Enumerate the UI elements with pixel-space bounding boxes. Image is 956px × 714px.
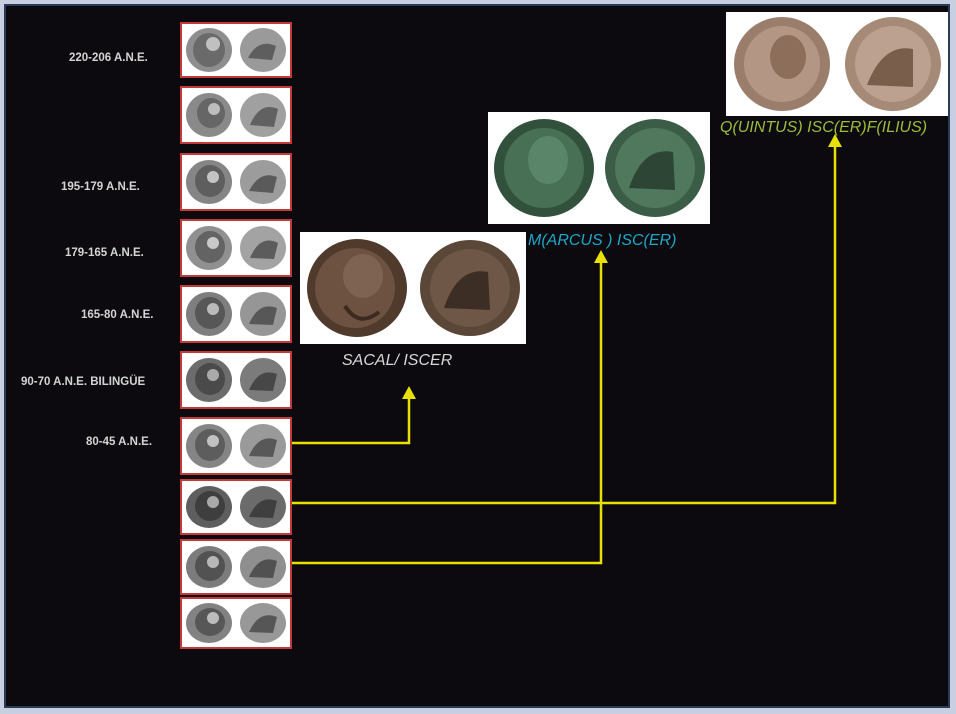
quintus-iscer-filius-caption: Q(UINTUS) ISC(ER)F(ILIUS) — [720, 119, 927, 137]
marcus-iscer-caption: M(ARCUS ) ISC(ER) — [528, 232, 676, 250]
coin-box-3 — [180, 153, 292, 211]
coin-reverse-icon — [238, 422, 288, 470]
coin-box-9 — [180, 539, 292, 595]
date-label-220-206: 220-206 A.N.E. — [69, 52, 148, 64]
tan-coin-obverse-icon — [732, 15, 832, 113]
coin-obverse-icon — [184, 601, 234, 645]
green-coin-reverse-icon — [603, 116, 707, 220]
date-label-179-165: 179-165 A.N.E. — [65, 247, 144, 259]
green-coin-obverse-icon — [492, 116, 596, 220]
coin-obverse-icon — [184, 422, 234, 470]
coin-box-2 — [180, 86, 292, 144]
coin-obverse-icon — [184, 158, 234, 206]
coin-obverse-icon — [184, 91, 234, 139]
coin-reverse-icon — [238, 290, 288, 338]
coin-obverse-icon — [184, 290, 234, 338]
tan-coin-reverse-icon — [843, 15, 943, 113]
coin-obverse-icon — [184, 356, 234, 404]
coin-obverse-icon — [184, 26, 234, 74]
bronze-coin-reverse-icon — [418, 236, 522, 340]
coin-box-8 — [180, 479, 292, 535]
coin-reverse-icon — [238, 544, 288, 590]
coin-reverse-icon — [238, 601, 288, 645]
date-label-195-179: 195-179 A.N.E. — [61, 181, 140, 193]
coin-box-4 — [180, 219, 292, 277]
coin-reverse-icon — [238, 224, 288, 272]
coin-box-1 — [180, 22, 292, 78]
diagram-canvas: 220-206 A.N.E. 195-179 A.N.E. 179-165 A.… — [4, 4, 950, 708]
coin-box-6 — [180, 351, 292, 409]
coin-reverse-icon — [238, 356, 288, 404]
coin-obverse-icon — [184, 224, 234, 272]
coin-reverse-icon — [238, 158, 288, 206]
quintus-iscer-filius-coin-image — [726, 12, 948, 116]
coin-reverse-icon — [238, 91, 288, 139]
date-label-80-45: 80-45 A.N.E. — [86, 436, 152, 448]
date-label-165-80: 165-80 A.N.E. — [81, 309, 153, 321]
arrowhead-sacal-icon — [402, 386, 416, 399]
coin-box-5 — [180, 285, 292, 343]
coin-box-7 — [180, 417, 292, 475]
arrow-80-45-to-sacal — [292, 398, 409, 443]
bronze-coin-obverse-icon — [305, 236, 409, 340]
coin-obverse-icon — [184, 544, 234, 590]
date-label-90-70-bilingue: 90-70 A.N.E. BILINGÜE — [21, 376, 145, 388]
coin-reverse-icon — [238, 484, 288, 530]
coin-obverse-icon — [184, 484, 234, 530]
coin-reverse-icon — [238, 26, 288, 74]
marcus-iscer-coin-image — [488, 112, 710, 224]
coin-box-10 — [180, 597, 292, 649]
sacal-iscer-caption: SACAL/ ISCER — [342, 352, 452, 370]
arrowhead-marcus-icon — [594, 250, 608, 263]
sacal-iscer-coin-image — [300, 232, 526, 344]
